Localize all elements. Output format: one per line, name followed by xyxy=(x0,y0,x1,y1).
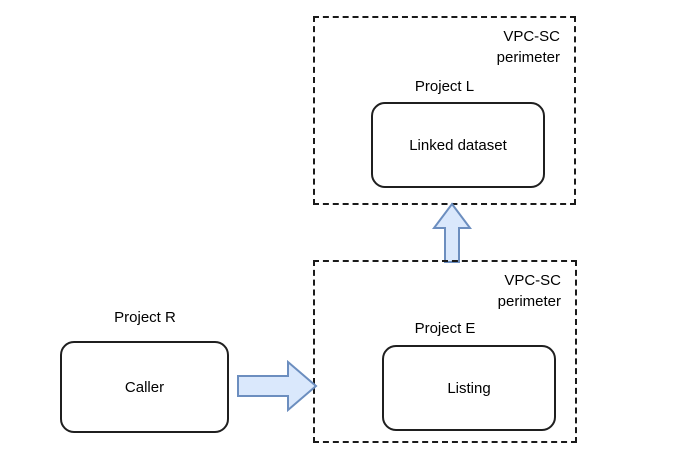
vpcsc-label-line1: VPC-SC xyxy=(503,28,560,45)
block-arrow-right-icon xyxy=(237,360,318,412)
project-label-l: Project L xyxy=(414,78,475,95)
vpcsc-label-line2: perimeter xyxy=(496,49,560,66)
vpcsc-perimeter-label-bottom: VPC-SC perimeter xyxy=(315,270,561,312)
node-caller[interactable]: Caller xyxy=(60,341,229,433)
node-listing-label: Listing xyxy=(447,379,491,397)
vpcsc-perimeter-project-e: VPC-SC perimeter Project E xyxy=(313,260,577,443)
vpcsc-perimeter-label-top: VPC-SC perimeter xyxy=(315,26,560,68)
node-linked-dataset[interactable]: Linked dataset xyxy=(371,102,545,188)
node-linked-dataset-label: Linked dataset xyxy=(409,136,507,154)
project-label-r: Project R xyxy=(114,309,176,326)
node-listing[interactable]: Listing xyxy=(382,345,556,431)
project-label-e: Project E xyxy=(414,320,476,337)
vpcsc-label-line1: VPC-SC xyxy=(504,272,561,289)
vpcsc-perimeter-project-l: VPC-SC perimeter Project L xyxy=(313,16,576,205)
vpcsc-label-line2: perimeter xyxy=(497,293,561,310)
block-arrow-up-icon xyxy=(432,202,472,263)
node-caller-label: Caller xyxy=(124,378,165,396)
